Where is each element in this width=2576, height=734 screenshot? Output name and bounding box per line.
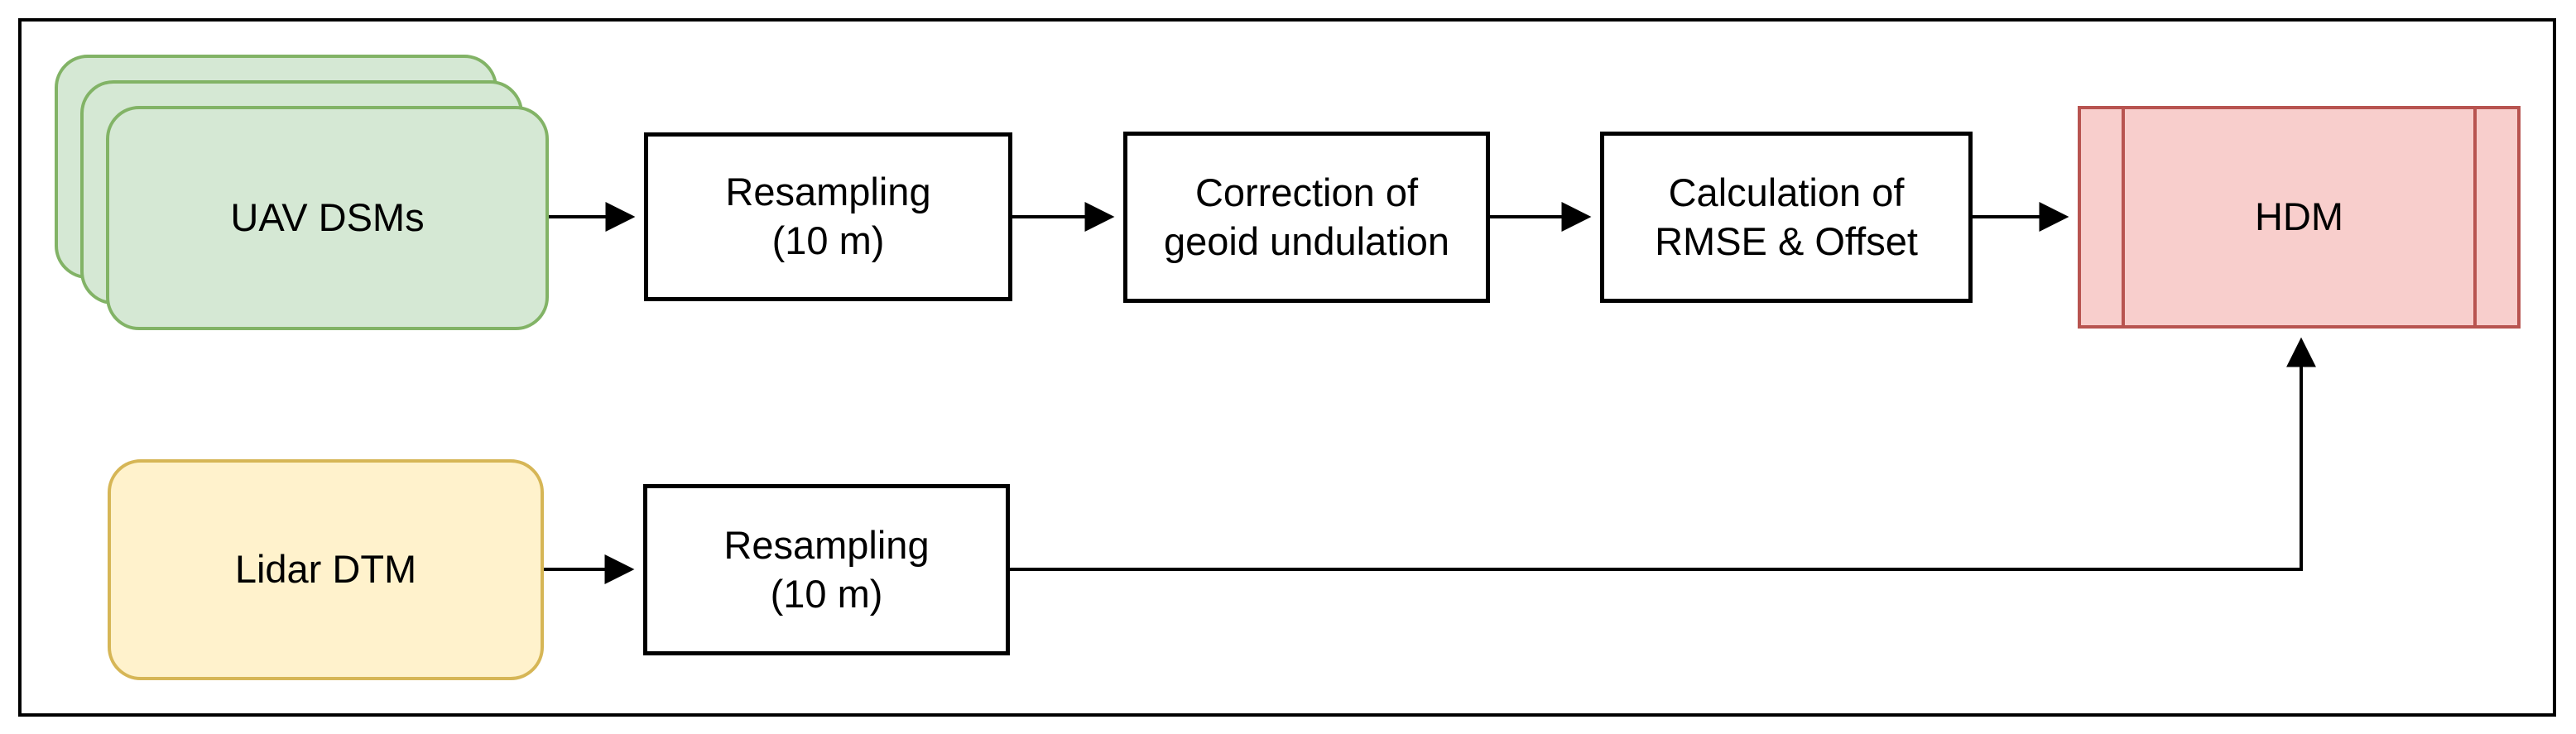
node-calculation-rmse-offset: Calculation of RMSE & Offset xyxy=(1600,132,1973,303)
node-lidar-dtm: Lidar DTM xyxy=(108,459,544,680)
calculation-rmse-offset-label: Calculation of RMSE & Offset xyxy=(1655,170,1918,263)
node-correction-geoid: Correction of geoid undulation xyxy=(1123,132,1490,303)
node-resampling-top: Resampling (10 m) xyxy=(644,132,1012,301)
correction-geoid-label: Correction of geoid undulation xyxy=(1164,170,1449,263)
node-hdm: HDM xyxy=(2078,106,2521,329)
uav-dsms-label: UAV DSMs xyxy=(230,195,425,240)
resampling-top-label: Resampling (10 m) xyxy=(725,170,931,262)
diagram-outer-frame xyxy=(18,18,2556,717)
resampling-bottom-label: Resampling (10 m) xyxy=(723,522,930,616)
lidar-dtm-label: Lidar DTM xyxy=(234,547,417,592)
hdm-left-divider-line xyxy=(2122,109,2125,325)
hdm-right-divider-line xyxy=(2473,109,2477,325)
node-resampling-bottom: Resampling (10 m) xyxy=(643,484,1010,655)
node-uav-dsms: UAV DSMs xyxy=(106,106,549,330)
hdm-label: HDM xyxy=(2254,194,2344,239)
